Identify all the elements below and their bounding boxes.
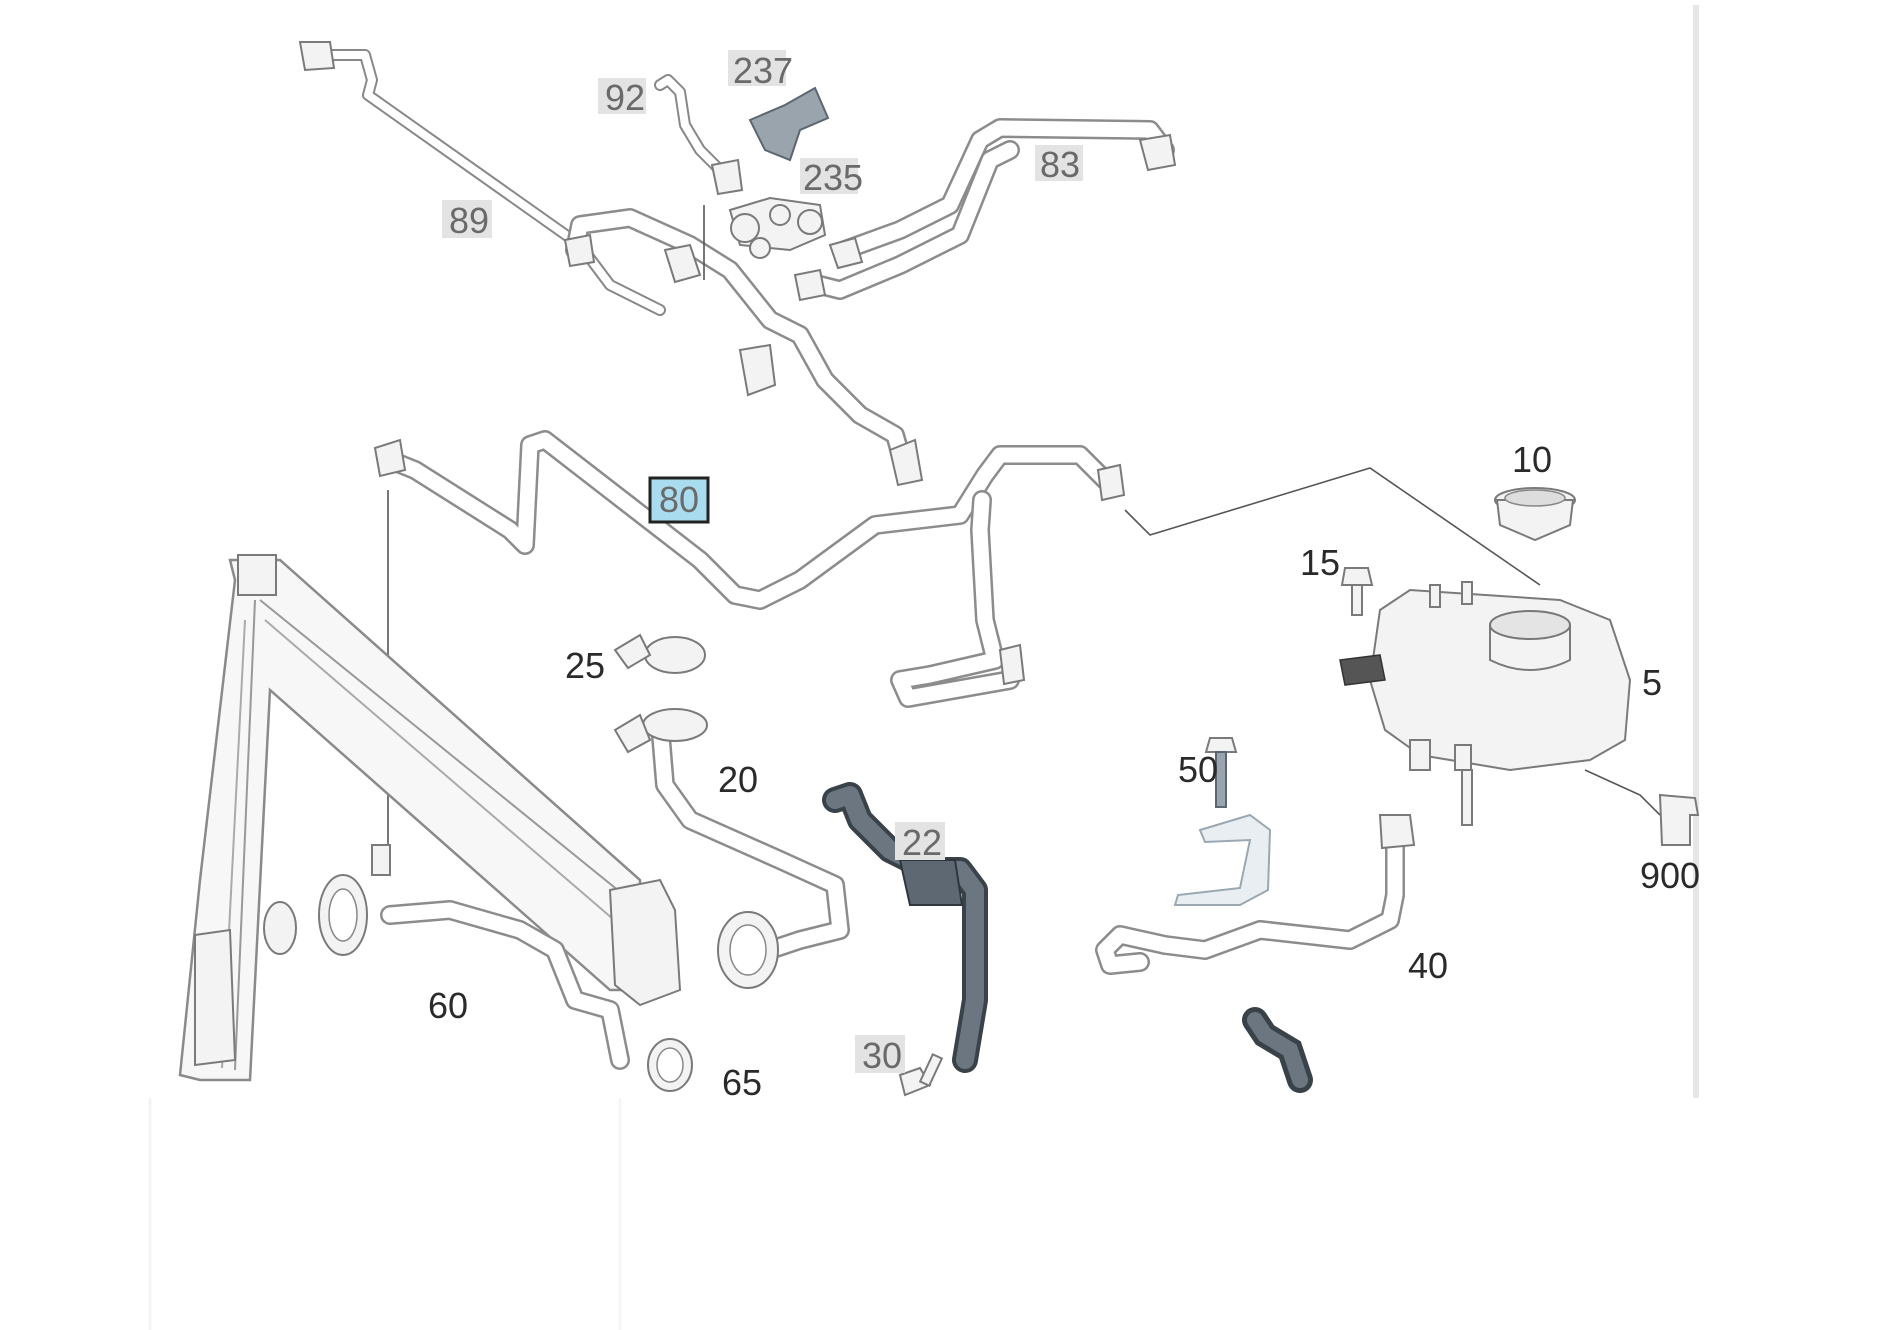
callout-50: 50 xyxy=(1178,749,1218,790)
hose-40 xyxy=(1095,814,1416,975)
radiator xyxy=(178,554,682,1082)
callout-40: 40 xyxy=(1408,945,1448,986)
callout-237: 237 xyxy=(728,50,793,91)
callout-80: 80 xyxy=(648,476,710,524)
hose-89 xyxy=(298,41,666,316)
leader-line xyxy=(1124,467,1541,586)
callout-900: 900 xyxy=(1640,855,1700,896)
callout-15: 15 xyxy=(1300,542,1340,583)
callout-237-text: 237 xyxy=(733,50,793,91)
hose-dark-lower xyxy=(1242,1007,1313,1093)
bolt-50 xyxy=(1204,737,1238,808)
callout-83: 83 xyxy=(1035,144,1083,185)
callout-89-text: 89 xyxy=(449,200,489,241)
expansion-tank-5 xyxy=(1339,581,1632,826)
hose-end-part xyxy=(888,438,924,487)
callout-235: 235 xyxy=(800,157,863,198)
bolt-15 xyxy=(1340,567,1374,616)
blank-area xyxy=(0,1098,1900,1330)
valve-235 xyxy=(728,196,827,259)
callout-89: 89 xyxy=(442,200,492,241)
callout-30-text: 30 xyxy=(862,1035,902,1076)
sensor-30 xyxy=(898,1052,944,1097)
callout-20: 20 xyxy=(718,759,758,800)
cap-10 xyxy=(1494,487,1576,542)
callout-83-text: 83 xyxy=(1040,144,1080,185)
callout-65: 65 xyxy=(722,1062,762,1103)
sensor-237 xyxy=(748,86,830,162)
part-900 xyxy=(1658,793,1700,846)
callout-92-text: 92 xyxy=(605,77,645,118)
hose-60 xyxy=(263,844,630,1070)
hose-92 xyxy=(654,74,744,196)
leader-line xyxy=(1584,769,1661,816)
callout-22-text: 22 xyxy=(902,822,942,863)
hose-20 xyxy=(613,708,850,989)
callout-5: 5 xyxy=(1642,662,1662,703)
hose-clamp-part xyxy=(738,343,777,397)
callout-80-text: 80 xyxy=(659,479,699,520)
hose-22 xyxy=(822,782,988,1073)
callout-10: 10 xyxy=(1512,439,1552,480)
callout-25: 25 xyxy=(565,645,605,686)
clamp-25 xyxy=(613,633,706,674)
callout-30: 30 xyxy=(855,1035,905,1076)
hose-branch-upper xyxy=(563,208,924,487)
hose-83 xyxy=(793,118,1177,302)
callout-235-text: 235 xyxy=(803,157,863,198)
callout-92: 92 xyxy=(598,77,646,118)
callout-60: 60 xyxy=(428,985,468,1026)
callout-22: 22 xyxy=(895,822,945,863)
clamp-65 xyxy=(647,1038,693,1092)
hose-80 xyxy=(373,430,1126,708)
bracket xyxy=(1173,813,1272,906)
